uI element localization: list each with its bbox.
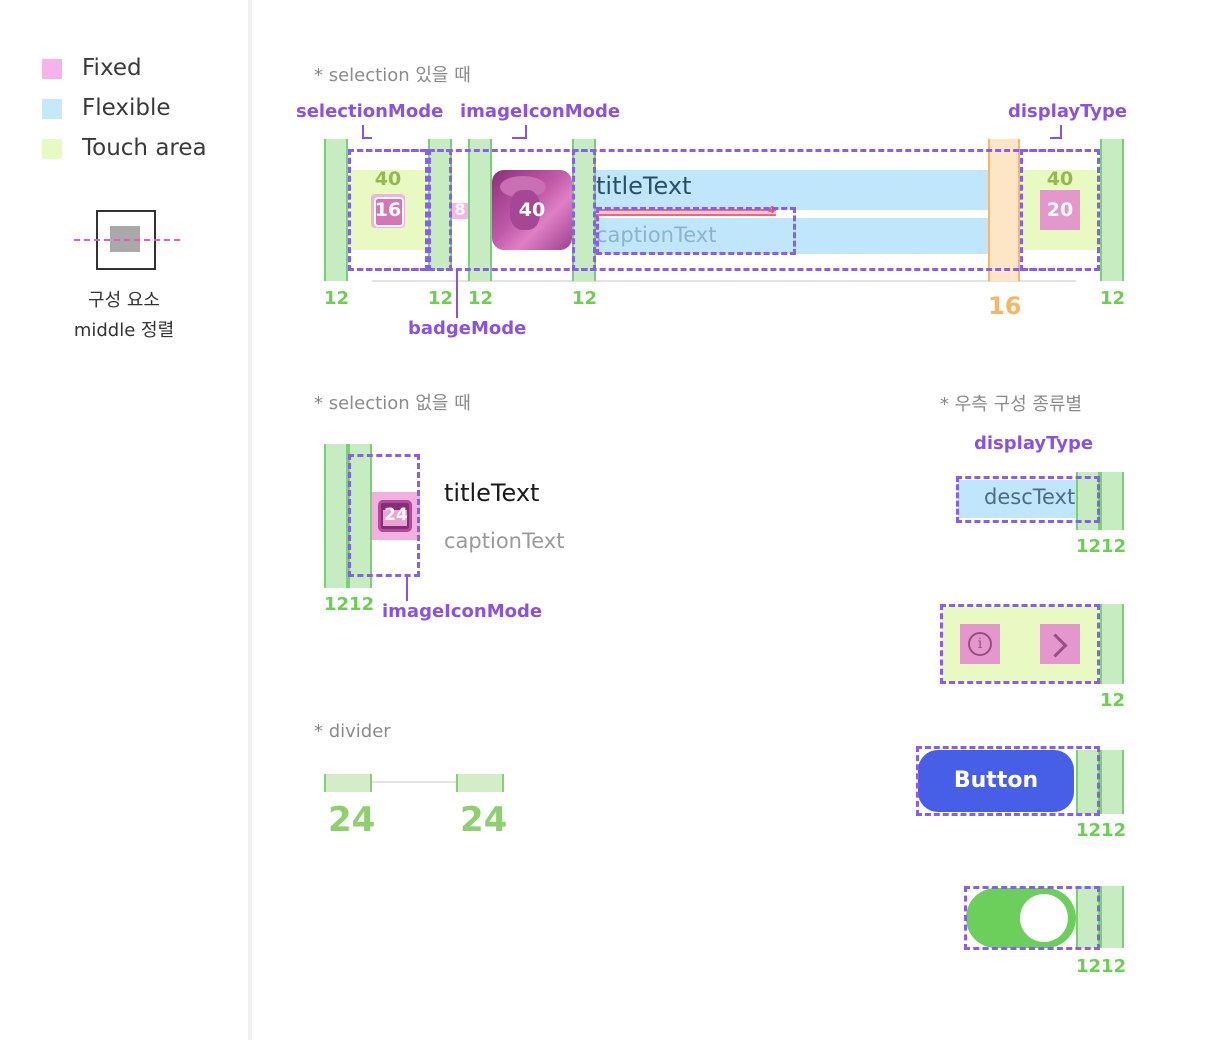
label-s2-imageIconMode: imageIconMode xyxy=(382,601,543,622)
label-selectionMode: selectionMode xyxy=(296,101,444,122)
label-badgeMode: badgeMode xyxy=(408,318,527,339)
caption-text: captionText xyxy=(596,223,717,247)
toggle-outline xyxy=(964,886,1100,950)
pad-image-right: 12 xyxy=(572,288,598,309)
legend-flexible: Flexible xyxy=(82,95,171,121)
calendar-icon xyxy=(378,500,412,532)
pad-right: 12 xyxy=(1100,288,1126,309)
button-pad-label: 1212 xyxy=(1076,820,1127,841)
pad-left: 12 xyxy=(324,288,350,309)
selection-outline xyxy=(348,149,428,271)
badge-outline xyxy=(428,149,452,271)
checkbox-icon[interactable] xyxy=(374,197,404,227)
touch-swatch xyxy=(42,139,62,159)
leader-image-v xyxy=(525,125,527,139)
s2-padding-left xyxy=(324,444,348,588)
desc-text: descText xyxy=(984,485,1076,509)
s2-padding-label: 1212 xyxy=(324,594,375,615)
sidebar-divider xyxy=(248,0,252,1040)
desc-pad-2 xyxy=(1100,472,1124,530)
pad-selection-right: 12 xyxy=(428,288,454,309)
legend-panel xyxy=(0,0,248,1040)
primary-button[interactable]: Button xyxy=(918,750,1074,812)
image-outline-right xyxy=(572,149,596,271)
caption-outline xyxy=(596,207,796,255)
padding-bar-left xyxy=(324,139,348,281)
toggle-pad-2 xyxy=(1100,886,1124,948)
badge-gap-block xyxy=(452,203,468,219)
pad-display-gap: 16 xyxy=(988,292,1022,320)
toggle-pad-label: 1212 xyxy=(1076,956,1127,977)
section-label-without-selection: * selection 없을 때 xyxy=(314,393,471,414)
desc-pad-label: 1212 xyxy=(1076,536,1127,557)
section-label-right-types: * 우측 구성 종류별 xyxy=(940,394,1083,415)
padding-bar-right xyxy=(1100,139,1124,281)
leader-display-v xyxy=(1060,125,1062,139)
align-label-1: 구성 요소 xyxy=(88,290,160,311)
padding-bar-display-gap xyxy=(988,139,1020,281)
icons-pad xyxy=(1100,604,1124,684)
leader-selection-v xyxy=(362,125,364,139)
leader-display-h xyxy=(1050,137,1062,139)
display-icon-size: 20 xyxy=(1046,199,1074,221)
title-flex-area xyxy=(596,170,988,210)
divider-inset-left xyxy=(324,774,372,792)
leader-image-h xyxy=(512,137,526,139)
label-s3-displayType: displayType xyxy=(974,433,1094,454)
selection-size-label: 40 xyxy=(374,168,402,190)
divider-line xyxy=(372,781,456,783)
icons-pad-label: 12 xyxy=(1100,690,1126,711)
section-label-divider: * divider xyxy=(314,721,391,742)
caption-flex-area xyxy=(596,218,988,254)
button-pad-2 xyxy=(1100,750,1124,814)
label-displayType: displayType xyxy=(1008,101,1128,122)
padding-bar-image-left xyxy=(468,139,492,281)
divider-left-size: 24 xyxy=(328,800,376,840)
caption-gap-block xyxy=(596,209,776,216)
leader-s2-image xyxy=(406,577,408,601)
display-size-label: 40 xyxy=(1046,168,1074,190)
info-icon[interactable]: i xyxy=(968,632,992,656)
calendar-icon-body xyxy=(383,510,407,526)
leader-badge xyxy=(456,270,458,318)
caption-gap-label: 4 xyxy=(768,205,775,216)
selection-icon-size: 16 xyxy=(374,199,402,221)
title-text: titleText xyxy=(596,172,692,200)
flexible-swatch xyxy=(42,99,62,119)
icons-outline xyxy=(940,604,1100,684)
s2-icon-outline xyxy=(348,454,420,577)
section-label-with-selection: * selection 있을 때 xyxy=(314,65,471,86)
image-size-label: 40 xyxy=(518,199,546,221)
thumbnail-image xyxy=(492,170,572,250)
display-outline xyxy=(1020,149,1100,271)
s2-padding-left-2 xyxy=(348,444,372,588)
display-icon[interactable] xyxy=(1040,190,1080,230)
divider-inset-right xyxy=(456,774,504,792)
desc-flex-area xyxy=(958,480,1098,518)
fixed-swatch xyxy=(42,59,62,79)
label-imageIconMode: imageIconMode xyxy=(460,101,621,122)
middle-align-line xyxy=(74,239,180,241)
button-outline xyxy=(916,746,1100,816)
s2-title-text: titleText xyxy=(444,479,540,507)
chevron-icon-bg xyxy=(1040,624,1080,664)
legend-touch: Touch area xyxy=(82,135,207,161)
s2-icon-size: 24 xyxy=(384,505,408,525)
align-label-2: middle 정렬 xyxy=(73,320,175,341)
leader-selection-h xyxy=(362,137,372,139)
pad-image-left: 12 xyxy=(468,288,494,309)
badge-gap-label: 8 xyxy=(454,200,466,219)
s2-caption-text: captionText xyxy=(444,529,565,553)
legend-fixed: Fixed xyxy=(82,55,142,81)
desc-outline xyxy=(956,476,1100,523)
toggle-knob xyxy=(1020,894,1068,942)
row-divider-line xyxy=(372,280,1076,282)
divider-right-size: 24 xyxy=(460,800,508,840)
